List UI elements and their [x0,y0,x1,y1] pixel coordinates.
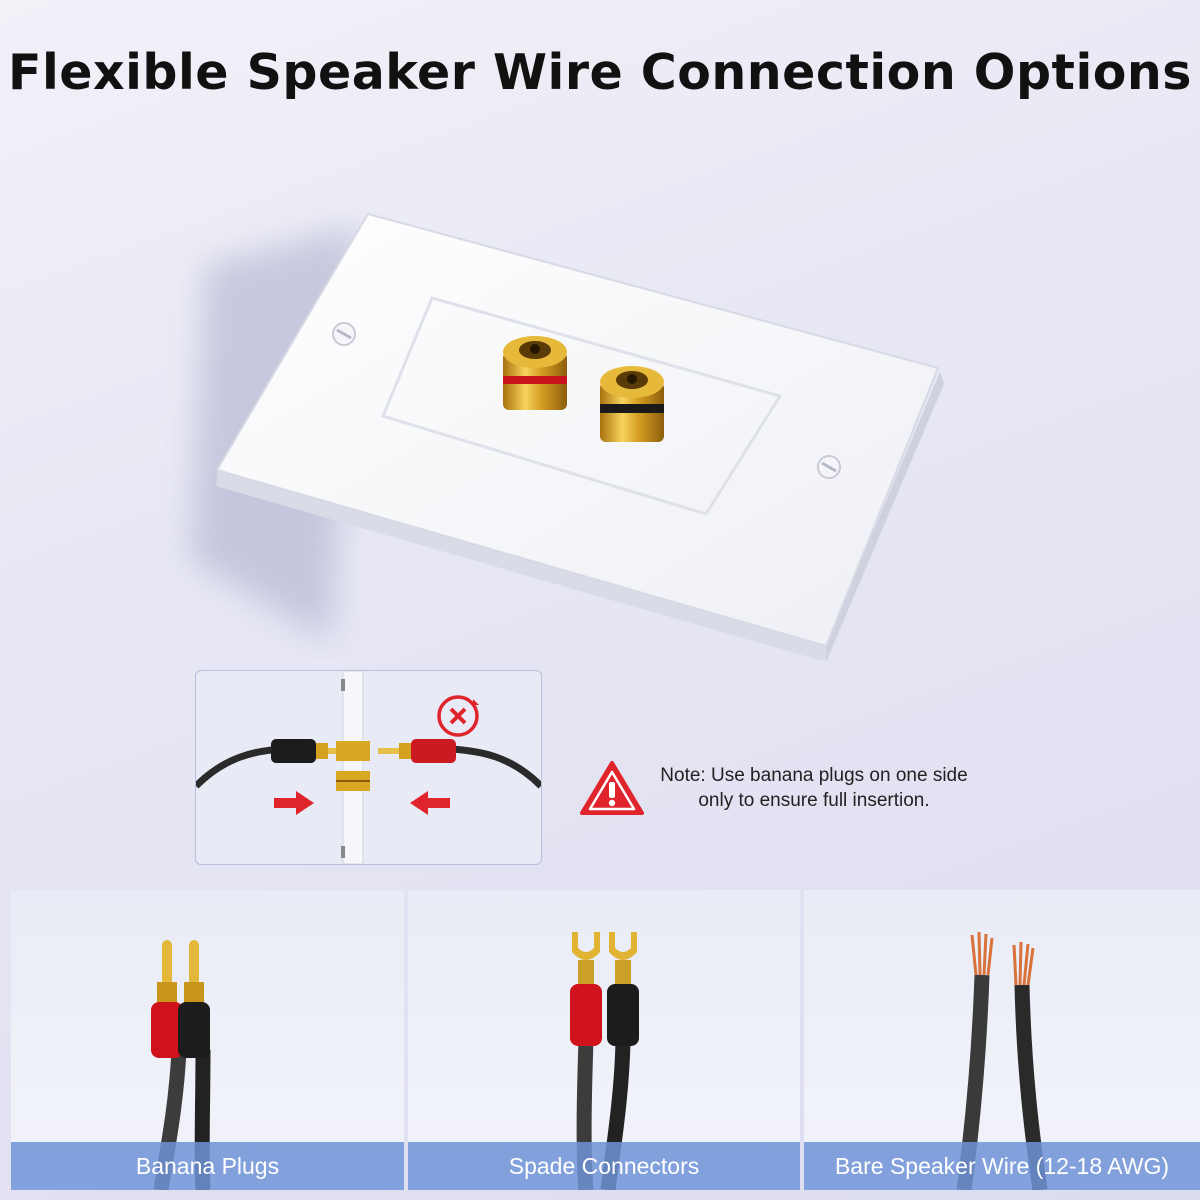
red-binding-post [503,336,567,410]
page-title: Flexible Speaker Wire Connection Options [8,44,1192,101]
wall-plate [215,212,940,648]
screw-icon [817,455,841,479]
wall-plate-illustration [190,212,944,660]
arrow-right-icon [274,791,314,815]
black-binding-post [600,366,664,442]
bare-wire-panel: Bare Speaker Wire (12-18 AWG) [804,890,1200,1190]
prohibited-icon [437,695,479,737]
incorrect-usage-inset [195,670,542,865]
warning-triangle-icon [580,761,644,815]
arrow-left-icon [410,791,450,815]
connector-label: Spade Connectors [408,1142,800,1190]
screw-icon [332,322,356,346]
connector-label: Banana Plugs [11,1142,404,1190]
note-text: Note: Use banana plugs on one side only … [660,765,968,811]
banana-plugs-panel: Banana Plugs [11,890,404,1190]
spade-connectors-panel: Spade Connectors [408,890,800,1190]
connector-label: Bare Speaker Wire (12-18 AWG) [804,1142,1200,1190]
